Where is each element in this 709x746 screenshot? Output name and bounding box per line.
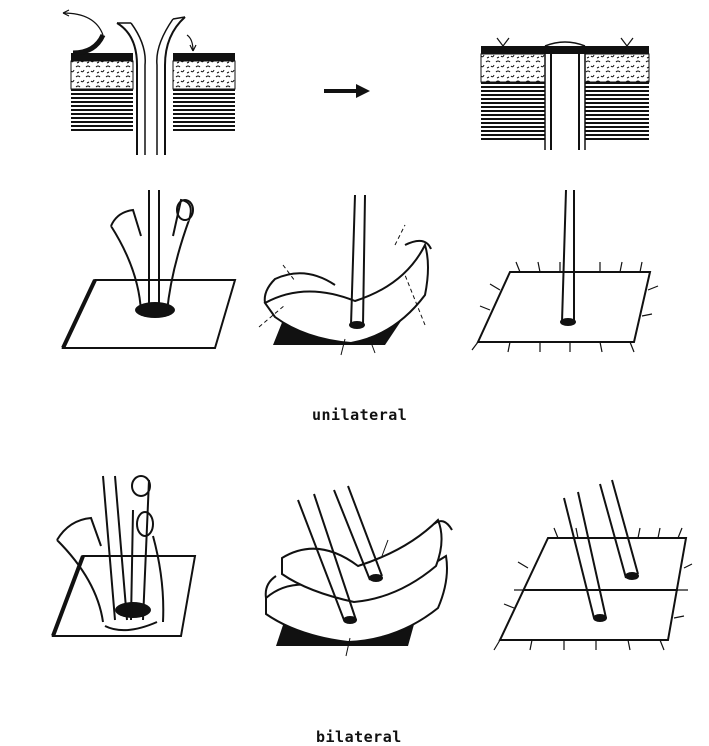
unilateral-step-3: [470, 180, 670, 355]
cross-section-before-drawing: [55, 5, 245, 155]
bilateral-step-2-drawing: [258, 480, 458, 660]
unilateral-step-1-drawing: [55, 180, 245, 350]
unilateral-step-2-drawing: [255, 185, 445, 360]
unilateral-step-1: [55, 180, 245, 350]
caption-bilateral: bilateral: [316, 728, 402, 746]
bilateral-step-1: [45, 470, 205, 640]
bilateral-step-3-drawing: [488, 478, 693, 658]
caption-unilateral: unilateral: [312, 406, 407, 424]
bilateral-step-2: [258, 480, 458, 660]
arrow-right-icon: [322, 84, 372, 98]
bilateral-step-3: [488, 478, 693, 658]
unilateral-step-2: [255, 185, 445, 360]
cross-section-after-drawing: [475, 10, 655, 160]
cross-section-before: [55, 5, 245, 155]
unilateral-step-3-drawing: [470, 180, 670, 355]
process-arrow: [322, 84, 372, 98]
cross-section-after: [475, 10, 655, 160]
bilateral-step-1-drawing: [45, 470, 205, 640]
